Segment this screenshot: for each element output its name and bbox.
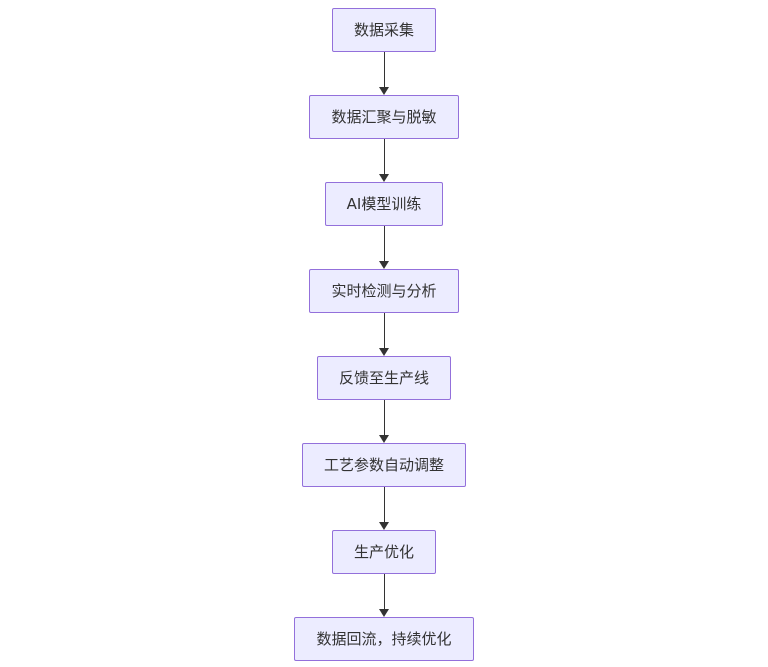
arrowhead-icon bbox=[379, 87, 389, 95]
flow-node-label: AI模型训练 bbox=[346, 194, 422, 213]
flow-node-feedback-to-line: 反馈至生产线 bbox=[316, 356, 451, 400]
arrowhead-icon bbox=[379, 522, 389, 530]
arrowhead-icon bbox=[379, 609, 389, 617]
flowchart: 数据采集 数据汇聚与脱敏 AI模型训练 实时检测与分析 反馈至生产线 工艺参数自… bbox=[0, 8, 768, 661]
edge-arrow bbox=[379, 313, 389, 356]
flow-node-param-auto-adjust: 工艺参数自动调整 bbox=[301, 443, 466, 487]
flow-node-label: 数据汇聚与脱敏 bbox=[331, 107, 437, 126]
flow-node-data-collection: 数据采集 bbox=[331, 8, 436, 52]
edge-arrow bbox=[379, 487, 389, 530]
flow-node-data-aggregation: 数据汇聚与脱敏 bbox=[309, 95, 459, 139]
arrowhead-icon bbox=[379, 174, 389, 182]
flow-node-label: 反馈至生产线 bbox=[338, 368, 429, 387]
arrowhead-icon bbox=[379, 348, 389, 356]
flow-node-label: 实时检测与分析 bbox=[331, 281, 437, 300]
edge-arrow bbox=[379, 574, 389, 617]
edge-arrow bbox=[379, 226, 389, 269]
flow-node-realtime-detection: 实时检测与分析 bbox=[309, 269, 459, 313]
flow-node-ai-model-training: AI模型训练 bbox=[324, 182, 444, 226]
flow-node-label: 生产优化 bbox=[353, 542, 414, 561]
edge-arrow bbox=[379, 400, 389, 443]
flow-node-label: 数据采集 bbox=[353, 20, 414, 39]
flow-node-data-backflow: 数据回流，持续优化 bbox=[294, 617, 474, 661]
flow-node-label: 工艺参数自动调整 bbox=[323, 455, 444, 474]
arrowhead-icon bbox=[379, 435, 389, 443]
edge-line bbox=[383, 487, 385, 522]
edge-arrow bbox=[379, 52, 389, 95]
edge-line bbox=[383, 139, 385, 174]
flow-node-production-optimize: 生产优化 bbox=[331, 530, 436, 574]
edge-line bbox=[383, 400, 385, 435]
flow-node-label: 数据回流，持续优化 bbox=[316, 629, 452, 648]
edge-line bbox=[383, 574, 385, 609]
edge-line bbox=[383, 313, 385, 348]
arrowhead-icon bbox=[379, 261, 389, 269]
edge-line bbox=[383, 52, 385, 87]
edge-line bbox=[383, 226, 385, 261]
edge-arrow bbox=[379, 139, 389, 182]
